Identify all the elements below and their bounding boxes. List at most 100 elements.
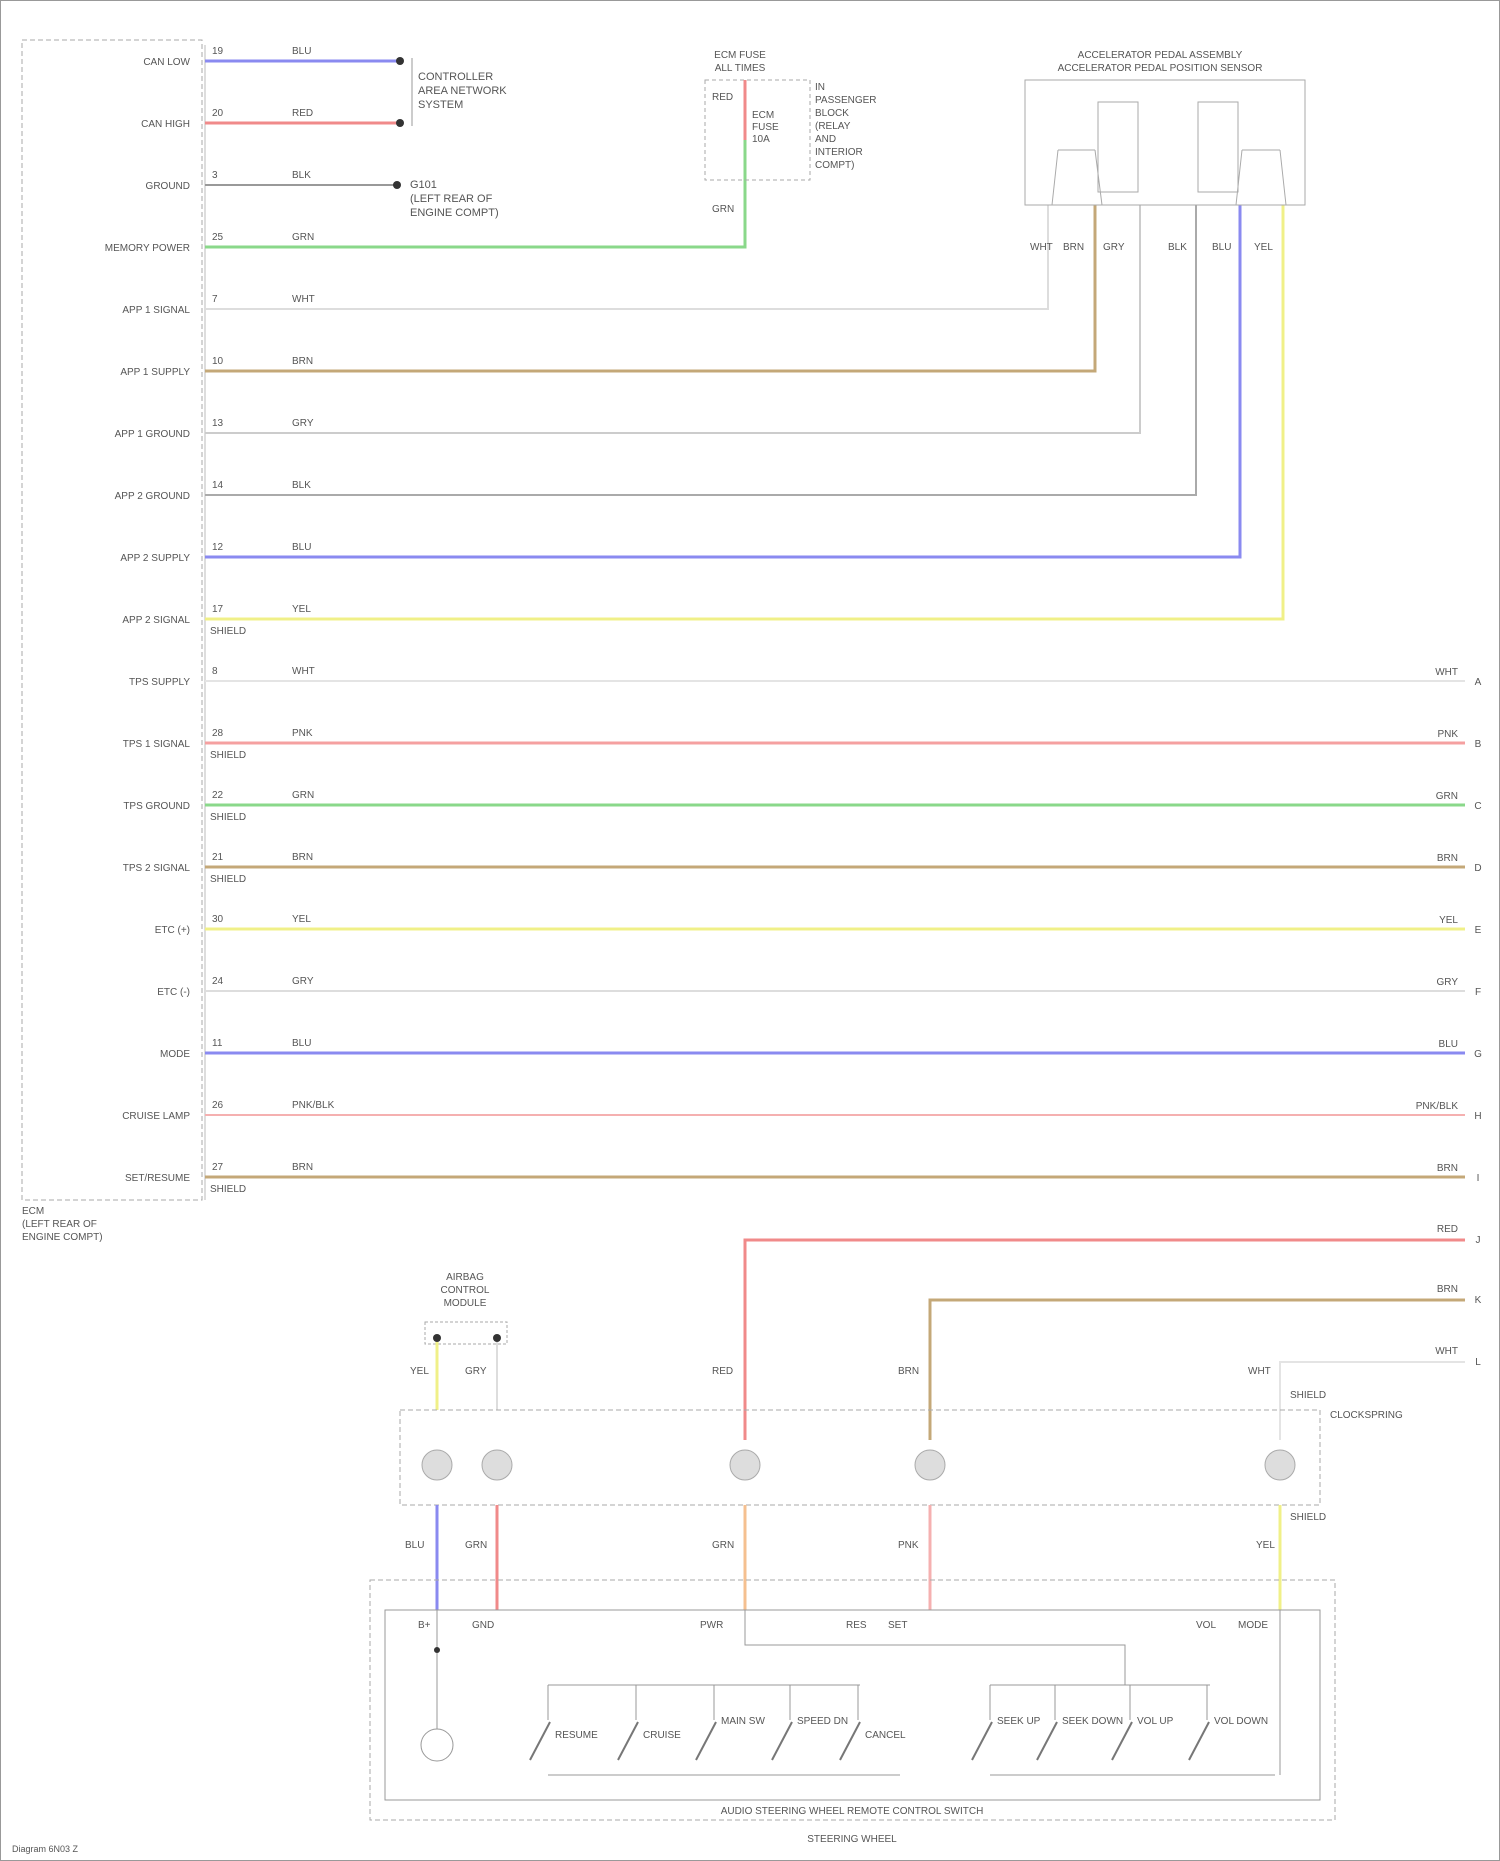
ground-ref-label-1: G101	[410, 179, 437, 191]
ecm-label-tps2-signal: TPS 2 SIGNAL	[123, 863, 191, 874]
fuse-side-4: (RELAY	[815, 121, 851, 132]
wire-color-label: GRY	[292, 418, 314, 429]
terminal-label: RES	[846, 1620, 867, 1631]
terminal-label: B+	[418, 1620, 431, 1631]
wire-color-label: BRN	[292, 852, 313, 863]
right-wire-label: BLU	[1439, 1039, 1458, 1050]
fuse-wire-out: GRN	[712, 204, 734, 215]
right-connector-code: I	[1477, 1173, 1480, 1184]
right-wire-label: BRN	[1437, 1284, 1458, 1295]
right-connector-code: C	[1474, 801, 1481, 812]
right-wire-label: WHT	[1435, 667, 1458, 678]
lower-wire-label: RED	[712, 1366, 733, 1377]
pin-number: 26	[212, 1100, 224, 1111]
ecm-label-etc-minus: ETC (-)	[157, 987, 190, 998]
lower-wire-label: GRN	[465, 1540, 487, 1551]
fuse-side-3: BLOCK	[815, 108, 849, 119]
fuse-side-7: COMPT)	[815, 160, 854, 171]
ecm-label-mode: MODE	[160, 1049, 190, 1060]
wire-color-label: BLK	[292, 170, 311, 181]
pin-number: 13	[212, 418, 224, 429]
wire-color-label: YEL	[292, 604, 311, 615]
switch-label: VOL DOWN	[1214, 1716, 1268, 1727]
wire-color-label: GRN	[292, 232, 314, 243]
pin-number: 7	[212, 294, 218, 305]
footer-label: Diagram 6N03 Z	[12, 1844, 79, 1854]
pin-number: 17	[212, 604, 224, 615]
ecm-label-can-low: CAN LOW	[143, 57, 190, 68]
fuse-side-1: IN	[815, 82, 825, 93]
right-connector-code: L	[1475, 1357, 1481, 1368]
wire-color-label: GRN	[292, 790, 314, 801]
app-wire-label: BLK	[1168, 242, 1187, 253]
wire-color-label: WHT	[292, 666, 315, 677]
can-network-label-3: SYSTEM	[418, 99, 463, 111]
wire-color-label: BLU	[292, 1038, 311, 1049]
pin-number: 11	[212, 1038, 223, 1049]
clockspring-label: CLOCKSPRING	[1330, 1410, 1403, 1421]
app-wire-label: YEL	[1254, 242, 1273, 253]
lower-wire-label: WHT	[1248, 1366, 1271, 1377]
right-wire-label: PNK	[1437, 729, 1458, 740]
can-network-label-1: CONTROLLER	[418, 71, 493, 83]
right-connector-code: B	[1475, 739, 1482, 750]
wire-color-label: WHT	[292, 294, 315, 305]
lower-wire-label: PNK	[898, 1540, 919, 1551]
lower-wire-label: GRY	[465, 1366, 487, 1377]
switch-label: MAIN SW	[721, 1716, 765, 1727]
wire-color-label: GRY	[292, 976, 314, 987]
wire-color-label: BLK	[292, 480, 311, 491]
fuse-side-5: AND	[815, 134, 836, 145]
right-wire-label: PNK/BLK	[1416, 1101, 1459, 1112]
shield-top-label: SHIELD	[1290, 1390, 1326, 1401]
pin-number: 22	[212, 790, 224, 801]
ecm-label-tps-supply: TPS SUPPLY	[129, 677, 190, 688]
right-wire-label: WHT	[1435, 1346, 1458, 1357]
pin-number: 12	[212, 542, 224, 553]
wire-color-label: BRN	[292, 1162, 313, 1173]
switch-label: SPEED DN	[797, 1716, 848, 1727]
ecm-label-app2-ground: APP 2 GROUND	[115, 491, 190, 502]
app-wire-label: BRN	[1063, 242, 1084, 253]
ecm-label-memory-power: MEMORY POWER	[105, 243, 190, 254]
pin-number: 8	[212, 666, 218, 677]
airbag-label-3: MODULE	[444, 1298, 487, 1309]
pin-number: 20	[212, 108, 224, 119]
terminal-label: VOL	[1196, 1620, 1216, 1631]
wire-color-label: RED	[292, 108, 313, 119]
right-connector-code: J	[1476, 1235, 1481, 1246]
terminal-label: MODE	[1238, 1620, 1268, 1631]
right-wire-label: RED	[1437, 1224, 1458, 1235]
right-connector-code: H	[1474, 1111, 1481, 1122]
shield-tag: SHIELD	[210, 812, 246, 823]
shield-tag: SHIELD	[210, 626, 246, 637]
fuse-inner-3: 10A	[752, 134, 770, 145]
app-wire-label: BLU	[1212, 242, 1231, 253]
ecm-caption-2: (LEFT REAR OF	[22, 1219, 97, 1230]
right-connector-code: E	[1475, 925, 1482, 936]
right-connector-code: A	[1475, 677, 1482, 688]
lower-wire-label: BLU	[405, 1540, 424, 1551]
shield-tag: SHIELD	[210, 1184, 246, 1195]
ecm-label-can-high: CAN HIGH	[141, 119, 190, 130]
lower-wire-label: YEL	[1256, 1540, 1275, 1551]
app-wire-label: GRY	[1103, 242, 1125, 253]
terminal-label: PWR	[700, 1620, 723, 1631]
wire-color-label: YEL	[292, 914, 311, 925]
pin-number: 24	[212, 976, 224, 987]
pin-number: 25	[212, 232, 224, 243]
wire-color-label: BRN	[292, 356, 313, 367]
shield-tag: SHIELD	[210, 874, 246, 885]
airbag-label-2: CONTROL	[441, 1285, 490, 1296]
ecm-caption-3: ENGINE COMPT)	[22, 1232, 103, 1243]
right-wire-label: GRY	[1437, 977, 1459, 988]
ecm-caption-1: ECM	[22, 1206, 44, 1217]
ground-ref-label-2: (LEFT REAR OF	[410, 193, 493, 205]
fuse-inner-1: ECM	[752, 110, 774, 121]
wire-color-label: PNK/BLK	[292, 1100, 335, 1111]
airbag-label-1: AIRBAG	[446, 1272, 484, 1283]
fuse-inner-2: FUSE	[752, 122, 779, 133]
right-wire-label: BRN	[1437, 1163, 1458, 1174]
steering-wheel-label: STEERING WHEEL	[807, 1834, 897, 1845]
switch-label: SEEK UP	[997, 1716, 1041, 1727]
